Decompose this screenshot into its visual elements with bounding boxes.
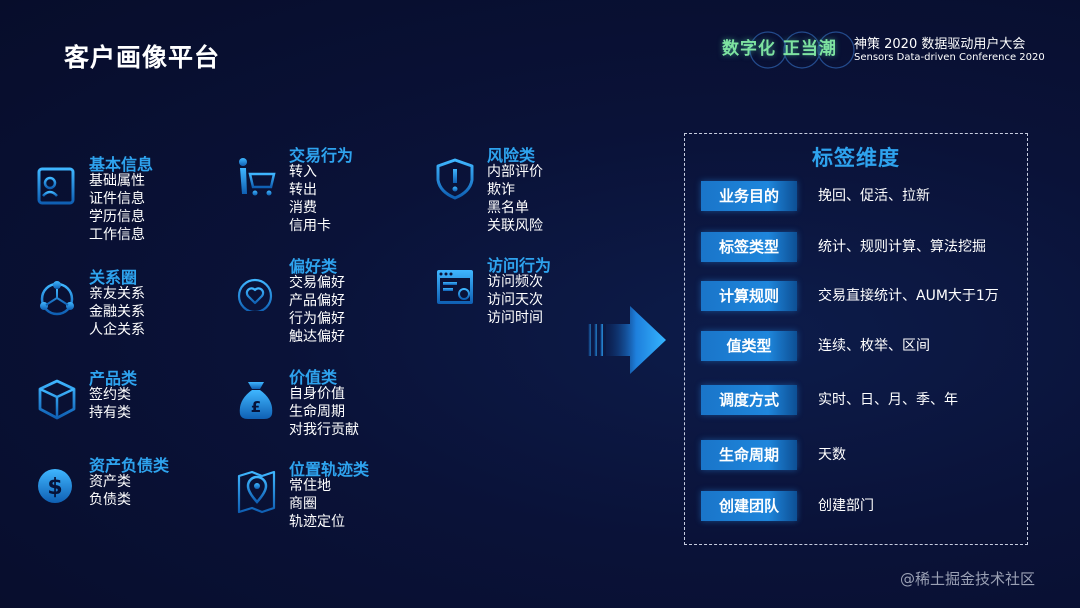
category-items: 基础属性 证件信息 学历信息 工作信息: [89, 172, 145, 244]
list-item: 消费: [289, 200, 317, 216]
page-title: 客户画像平台: [64, 43, 221, 72]
list-item: 自身价值: [289, 386, 345, 402]
tag-label: 生命周期: [701, 440, 797, 470]
svg-text:$: $: [47, 475, 62, 500]
category-items: 访问频次 访问天次 访问时间: [487, 273, 543, 327]
browser-window-icon: [434, 264, 476, 310]
tag-value: 创建部门: [818, 498, 874, 514]
heart-icon: [236, 265, 278, 314]
list-item: 转入: [289, 164, 317, 180]
category-title: 基本信息: [89, 155, 154, 174]
shield-icon: [434, 154, 476, 200]
list-item: 产品偏好: [289, 293, 345, 309]
shopping-cart-icon: [236, 154, 278, 200]
list-item: 基础属性: [89, 173, 145, 189]
tag-row: 创建团队 创建部门: [701, 491, 1021, 521]
dollar-icon: $: [36, 464, 78, 510]
id-card-icon: [36, 163, 78, 209]
category-items: 资产类 负债类: [89, 473, 131, 509]
category-title: 价值类: [289, 368, 338, 387]
brand-title: 神策 2020 数据驱动用户大会: [854, 37, 1026, 52]
list-item: 负债类: [89, 492, 131, 508]
tag-row: 计算规则 交易直接统计、AUM大于1万: [701, 281, 1021, 311]
panel-title: 标签维度: [812, 146, 900, 170]
right-arrow-icon: [588, 306, 666, 374]
list-item: 访问天次: [487, 292, 543, 308]
list-item: 转出: [289, 182, 317, 198]
category-items: 常住地 商圈 轨迹定位: [289, 477, 345, 531]
list-item: 商圈: [289, 496, 317, 512]
watermark: @稀土掘金技术社区: [900, 570, 1036, 588]
list-item: 工作信息: [89, 227, 145, 243]
list-item: 人企关系: [89, 322, 145, 338]
list-item: 内部评价: [487, 164, 543, 180]
list-item: 金融关系: [89, 304, 145, 320]
conference-brand: 数字化 正当潮 神策 2020 数据驱动用户大会 Sensors Data-dr…: [722, 28, 1062, 72]
category-items: 交易偏好 产品偏好 行为偏好 触达偏好: [289, 274, 345, 346]
tag-value: 统计、规则计算、算法挖掘: [818, 239, 986, 255]
category-items: 自身价值 生命周期 对我行贡献: [289, 385, 359, 439]
tag-value: 实时、日、月、季、年: [818, 392, 958, 408]
category-items: 签约类 持有类: [89, 386, 131, 422]
tag-row: 生命周期 天数: [701, 440, 1021, 470]
list-item: 对我行贡献: [289, 422, 359, 438]
category-title: 访问行为: [487, 256, 552, 275]
list-item: 资产类: [89, 474, 131, 490]
svg-text:£: £: [251, 398, 261, 416]
list-item: 触达偏好: [289, 329, 345, 345]
list-item: 欺诈: [487, 182, 515, 198]
category-items: 转入 转出 消费 信用卡: [289, 163, 331, 235]
map-pin-icon: [236, 468, 278, 514]
tag-label: 值类型: [701, 331, 797, 361]
category-items: 亲友关系 金融关系 人企关系: [89, 285, 145, 339]
tag-label: 标签类型: [701, 232, 797, 262]
tag-value: 交易直接统计、AUM大于1万: [818, 288, 999, 304]
list-item: 访问时间: [487, 310, 543, 326]
tag-label: 业务目的: [701, 181, 797, 211]
list-item: 持有类: [89, 405, 131, 421]
list-item: 证件信息: [89, 191, 145, 207]
category-title: 位置轨迹类: [289, 460, 370, 479]
list-item: 访问频次: [487, 274, 543, 290]
tag-row: 业务目的 挽回、促活、拉新: [701, 181, 1021, 211]
tag-value: 连续、枚举、区间: [818, 338, 930, 354]
list-item: 轨迹定位: [289, 514, 345, 530]
sdc-logo-icon: [749, 31, 855, 69]
list-item: 生命周期: [289, 404, 345, 420]
tag-dimensions-panel: 标签维度 业务目的 挽回、促活、拉新 标签类型 统计、规则计算、算法挖掘 计算规…: [684, 133, 1028, 545]
tag-row: 标签类型 统计、规则计算、算法挖掘: [701, 232, 1021, 262]
box-icon: [36, 377, 78, 423]
tag-row: 值类型 连续、枚举、区间: [701, 331, 1021, 361]
money-bag-icon: £: [236, 376, 278, 422]
tag-label: 创建团队: [701, 491, 797, 521]
tag-label: 调度方式: [701, 385, 797, 415]
tag-label: 计算规则: [701, 281, 797, 311]
tag-value: 挽回、促活、拉新: [818, 188, 930, 204]
list-item: 签约类: [89, 387, 131, 403]
tag-row: 调度方式 实时、日、月、季、年: [701, 385, 1021, 415]
list-item: 信用卡: [289, 218, 331, 234]
category-title: 关系圈: [89, 268, 138, 287]
list-item: 黑名单: [487, 200, 529, 216]
tag-value: 天数: [818, 447, 846, 463]
list-item: 常住地: [289, 478, 331, 494]
category-title: 交易行为: [289, 146, 354, 165]
category-title: 资产负债类: [89, 456, 170, 475]
brand-subtitle: Sensors Data-driven Conference 2020: [854, 52, 1045, 63]
category-title: 偏好类: [289, 257, 338, 276]
list-item: 交易偏好: [289, 275, 345, 291]
category-title: 产品类: [89, 369, 138, 388]
list-item: 行为偏好: [289, 311, 345, 327]
list-item: 亲友关系: [89, 286, 145, 302]
network-icon: [36, 276, 78, 322]
brand-slogan: 数字化 正当潮: [722, 39, 837, 59]
list-item: 学历信息: [89, 209, 145, 225]
category-items: 内部评价 欺诈 黑名单 关联风险: [487, 163, 543, 235]
category-title: 风险类: [487, 146, 536, 165]
list-item: 关联风险: [487, 218, 543, 234]
